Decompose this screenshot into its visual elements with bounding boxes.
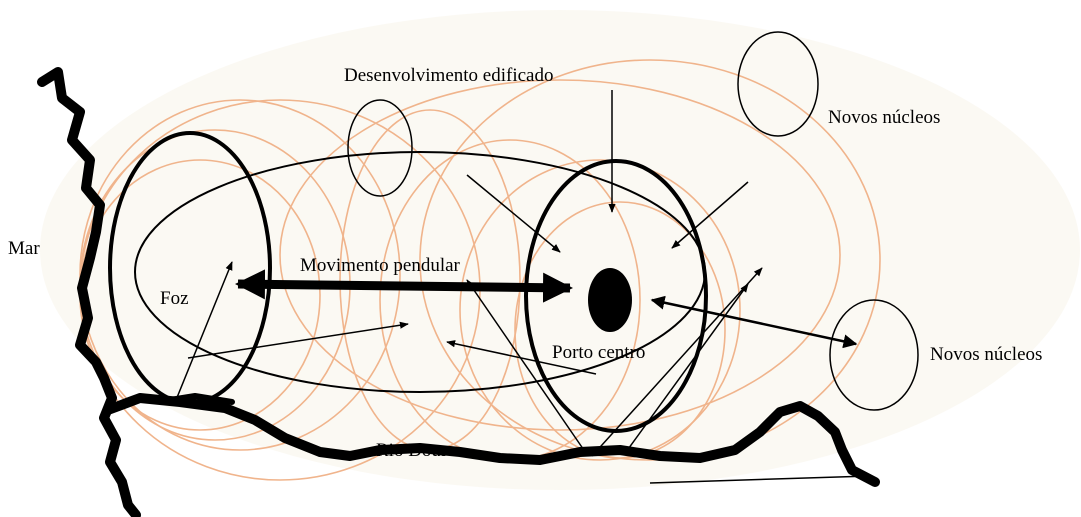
inward-arrows [466, 90, 749, 253]
desenvolvimento-edificado-core [347, 99, 413, 197]
label-novos-nucleos-top: Novos núcleos [828, 107, 941, 128]
ring [419, 59, 881, 461]
label-movimento-pendular: Movimento pendular [300, 255, 460, 276]
label-mar: Mar [8, 238, 40, 259]
label-novos-nucleos-right: Novos núcleos [930, 344, 1043, 365]
river-tributary [167, 393, 235, 405]
river-douro [103, 393, 880, 487]
diffusion-arrow [625, 283, 749, 453]
river-douro-and-coast [37, 67, 880, 517]
label-porto-centro: Porto centro [552, 342, 646, 363]
coastline [37, 67, 141, 517]
novos-nucleos-top-core [737, 31, 819, 137]
label-foz: Foz [160, 288, 189, 309]
inward-arrow [671, 181, 749, 249]
porto-centro-dot [588, 268, 632, 332]
diffusion-arrows [175, 261, 871, 484]
ring [279, 79, 841, 431]
background-halo [40, 10, 1080, 490]
movimento-pendular-arrow [235, 269, 573, 303]
diffusion-arrow [175, 261, 233, 401]
label-desenvolvimento-edificado: Desenvolvimento edificado [344, 65, 554, 86]
diffusion-arrow [591, 267, 763, 457]
diffusion-arrow [649, 472, 871, 484]
inward-arrow [466, 174, 561, 253]
diffusion-arrow [466, 279, 589, 457]
novos-nucleos-link-arrow [650, 295, 858, 349]
diffusion-arrow [187, 321, 409, 359]
novos-nucleos-right-core [829, 299, 919, 411]
label-rio-douro: Rio Douro [376, 440, 457, 461]
foz-core [108, 131, 272, 405]
